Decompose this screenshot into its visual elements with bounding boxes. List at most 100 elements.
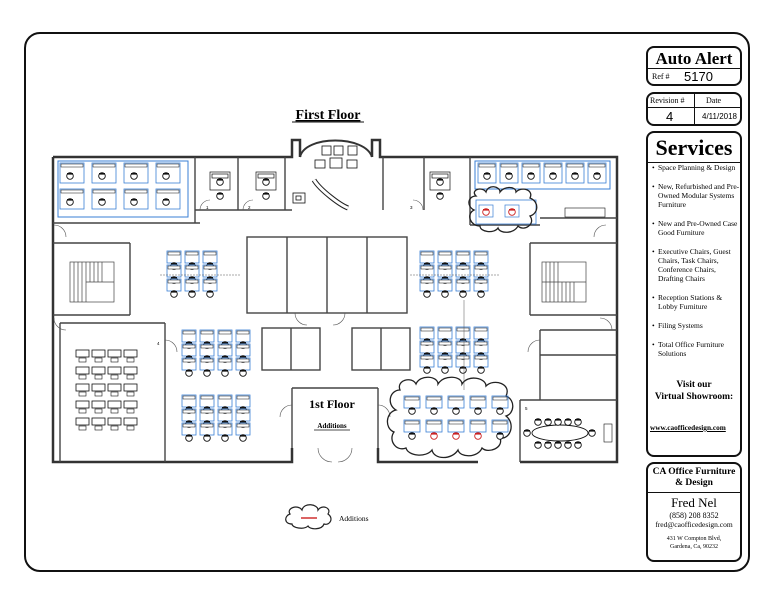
work-surface	[470, 396, 486, 401]
work-surface	[218, 358, 232, 363]
work-surface	[438, 251, 452, 256]
services-list: Space Planning & Design New, Refurbished…	[652, 163, 742, 368]
work-surface	[182, 409, 196, 414]
work-surface	[236, 409, 250, 414]
work-surface	[236, 395, 250, 400]
ref-label: Ref #	[652, 72, 670, 81]
exterior-walls	[51, 138, 619, 464]
training-chair	[78, 425, 87, 431]
training-desk	[75, 383, 90, 392]
address-line: Gardena, Ca, 90232	[670, 544, 718, 550]
workstation	[521, 162, 541, 184]
training-chair	[126, 357, 135, 363]
work-surface	[404, 420, 420, 425]
project-name: Auto Alert	[655, 49, 733, 68]
work-surface	[478, 163, 496, 168]
room-number: 1	[206, 205, 209, 210]
contact-name: Fred Nel	[671, 495, 717, 510]
work-surface	[420, 265, 434, 270]
addition-cloud-top	[468, 186, 538, 233]
workstation	[504, 204, 520, 218]
training-desk	[123, 366, 138, 375]
company-name: CA Office Furniture & Design	[648, 467, 740, 489]
showroom-callout: Visit our Virtual Showroom:	[648, 379, 740, 403]
email-link[interactable]: fred@caofficedesign.com	[655, 520, 733, 529]
workstation	[425, 419, 443, 433]
work-surface	[492, 420, 508, 425]
work-surface	[456, 279, 470, 284]
workstation	[59, 162, 85, 184]
divider	[648, 107, 740, 108]
work-surface	[420, 341, 434, 346]
work-surface	[182, 330, 196, 335]
ref-value: 5170	[684, 69, 713, 84]
training-chair	[126, 391, 135, 397]
title-block-revision: Revision # Date 4 4/11/2018	[646, 92, 742, 126]
workstation	[123, 188, 149, 210]
work-surface	[203, 279, 217, 284]
workstation	[403, 419, 421, 433]
training-chair	[110, 374, 119, 380]
work-surface	[492, 396, 508, 401]
stairs-right	[541, 261, 587, 303]
work-surface	[474, 355, 488, 360]
work-surface	[124, 163, 148, 168]
divider	[648, 68, 740, 69]
work-surface	[218, 395, 232, 400]
training-chair	[126, 425, 135, 431]
address-line: 431 W Compton Blvd,	[666, 536, 722, 542]
training-chair	[126, 374, 135, 380]
work-surface	[456, 251, 470, 256]
divider	[648, 94, 695, 124]
work-surface	[456, 265, 470, 270]
work-surface	[167, 279, 181, 284]
training-desk	[107, 417, 122, 426]
center-additions-label: Additions	[317, 422, 346, 430]
workstation	[59, 188, 85, 210]
work-surface	[218, 344, 232, 349]
work-surface	[60, 189, 84, 194]
work-surface	[438, 327, 452, 332]
work-surface	[500, 163, 518, 168]
training-desk	[123, 417, 138, 426]
work-surface	[182, 423, 196, 428]
work-surface	[420, 279, 434, 284]
divider	[648, 492, 740, 493]
workstation	[587, 162, 607, 184]
conference-room	[523, 418, 613, 449]
work-surface	[456, 341, 470, 346]
work-surface	[185, 265, 199, 270]
training-desk	[107, 383, 122, 392]
work-surface	[218, 423, 232, 428]
work-surface	[438, 279, 452, 284]
work-surface	[456, 355, 470, 360]
training-desk	[91, 366, 106, 375]
service-item: Total Office Furniture Solutions	[652, 340, 742, 358]
training-chair	[110, 425, 119, 431]
work-surface	[470, 420, 486, 425]
work-surface	[426, 396, 442, 401]
work-surface	[200, 358, 214, 363]
workstation	[155, 188, 181, 210]
training-room-desks	[75, 349, 138, 431]
work-surface	[438, 341, 452, 346]
service-item: Filing Systems	[652, 321, 742, 330]
legend-label: Additions	[339, 514, 369, 523]
workstation	[478, 204, 494, 218]
workstation	[543, 162, 563, 184]
work-surface	[182, 358, 196, 363]
work-surface	[218, 409, 232, 414]
training-desk	[107, 349, 122, 358]
work-surface	[167, 265, 181, 270]
work-surface	[156, 163, 180, 168]
revision-label: Revision #	[650, 96, 685, 105]
work-surface	[218, 330, 232, 335]
date-label: Date	[706, 96, 722, 105]
work-surface	[420, 327, 434, 332]
workstation	[469, 419, 487, 433]
work-surface	[182, 395, 196, 400]
service-item: New and Pre-Owned Case Good Furniture	[652, 219, 742, 237]
work-surface	[404, 396, 420, 401]
company-name-line: CA Office Furniture	[652, 467, 736, 477]
website-link[interactable]: www.caofficedesign.com	[650, 423, 726, 432]
